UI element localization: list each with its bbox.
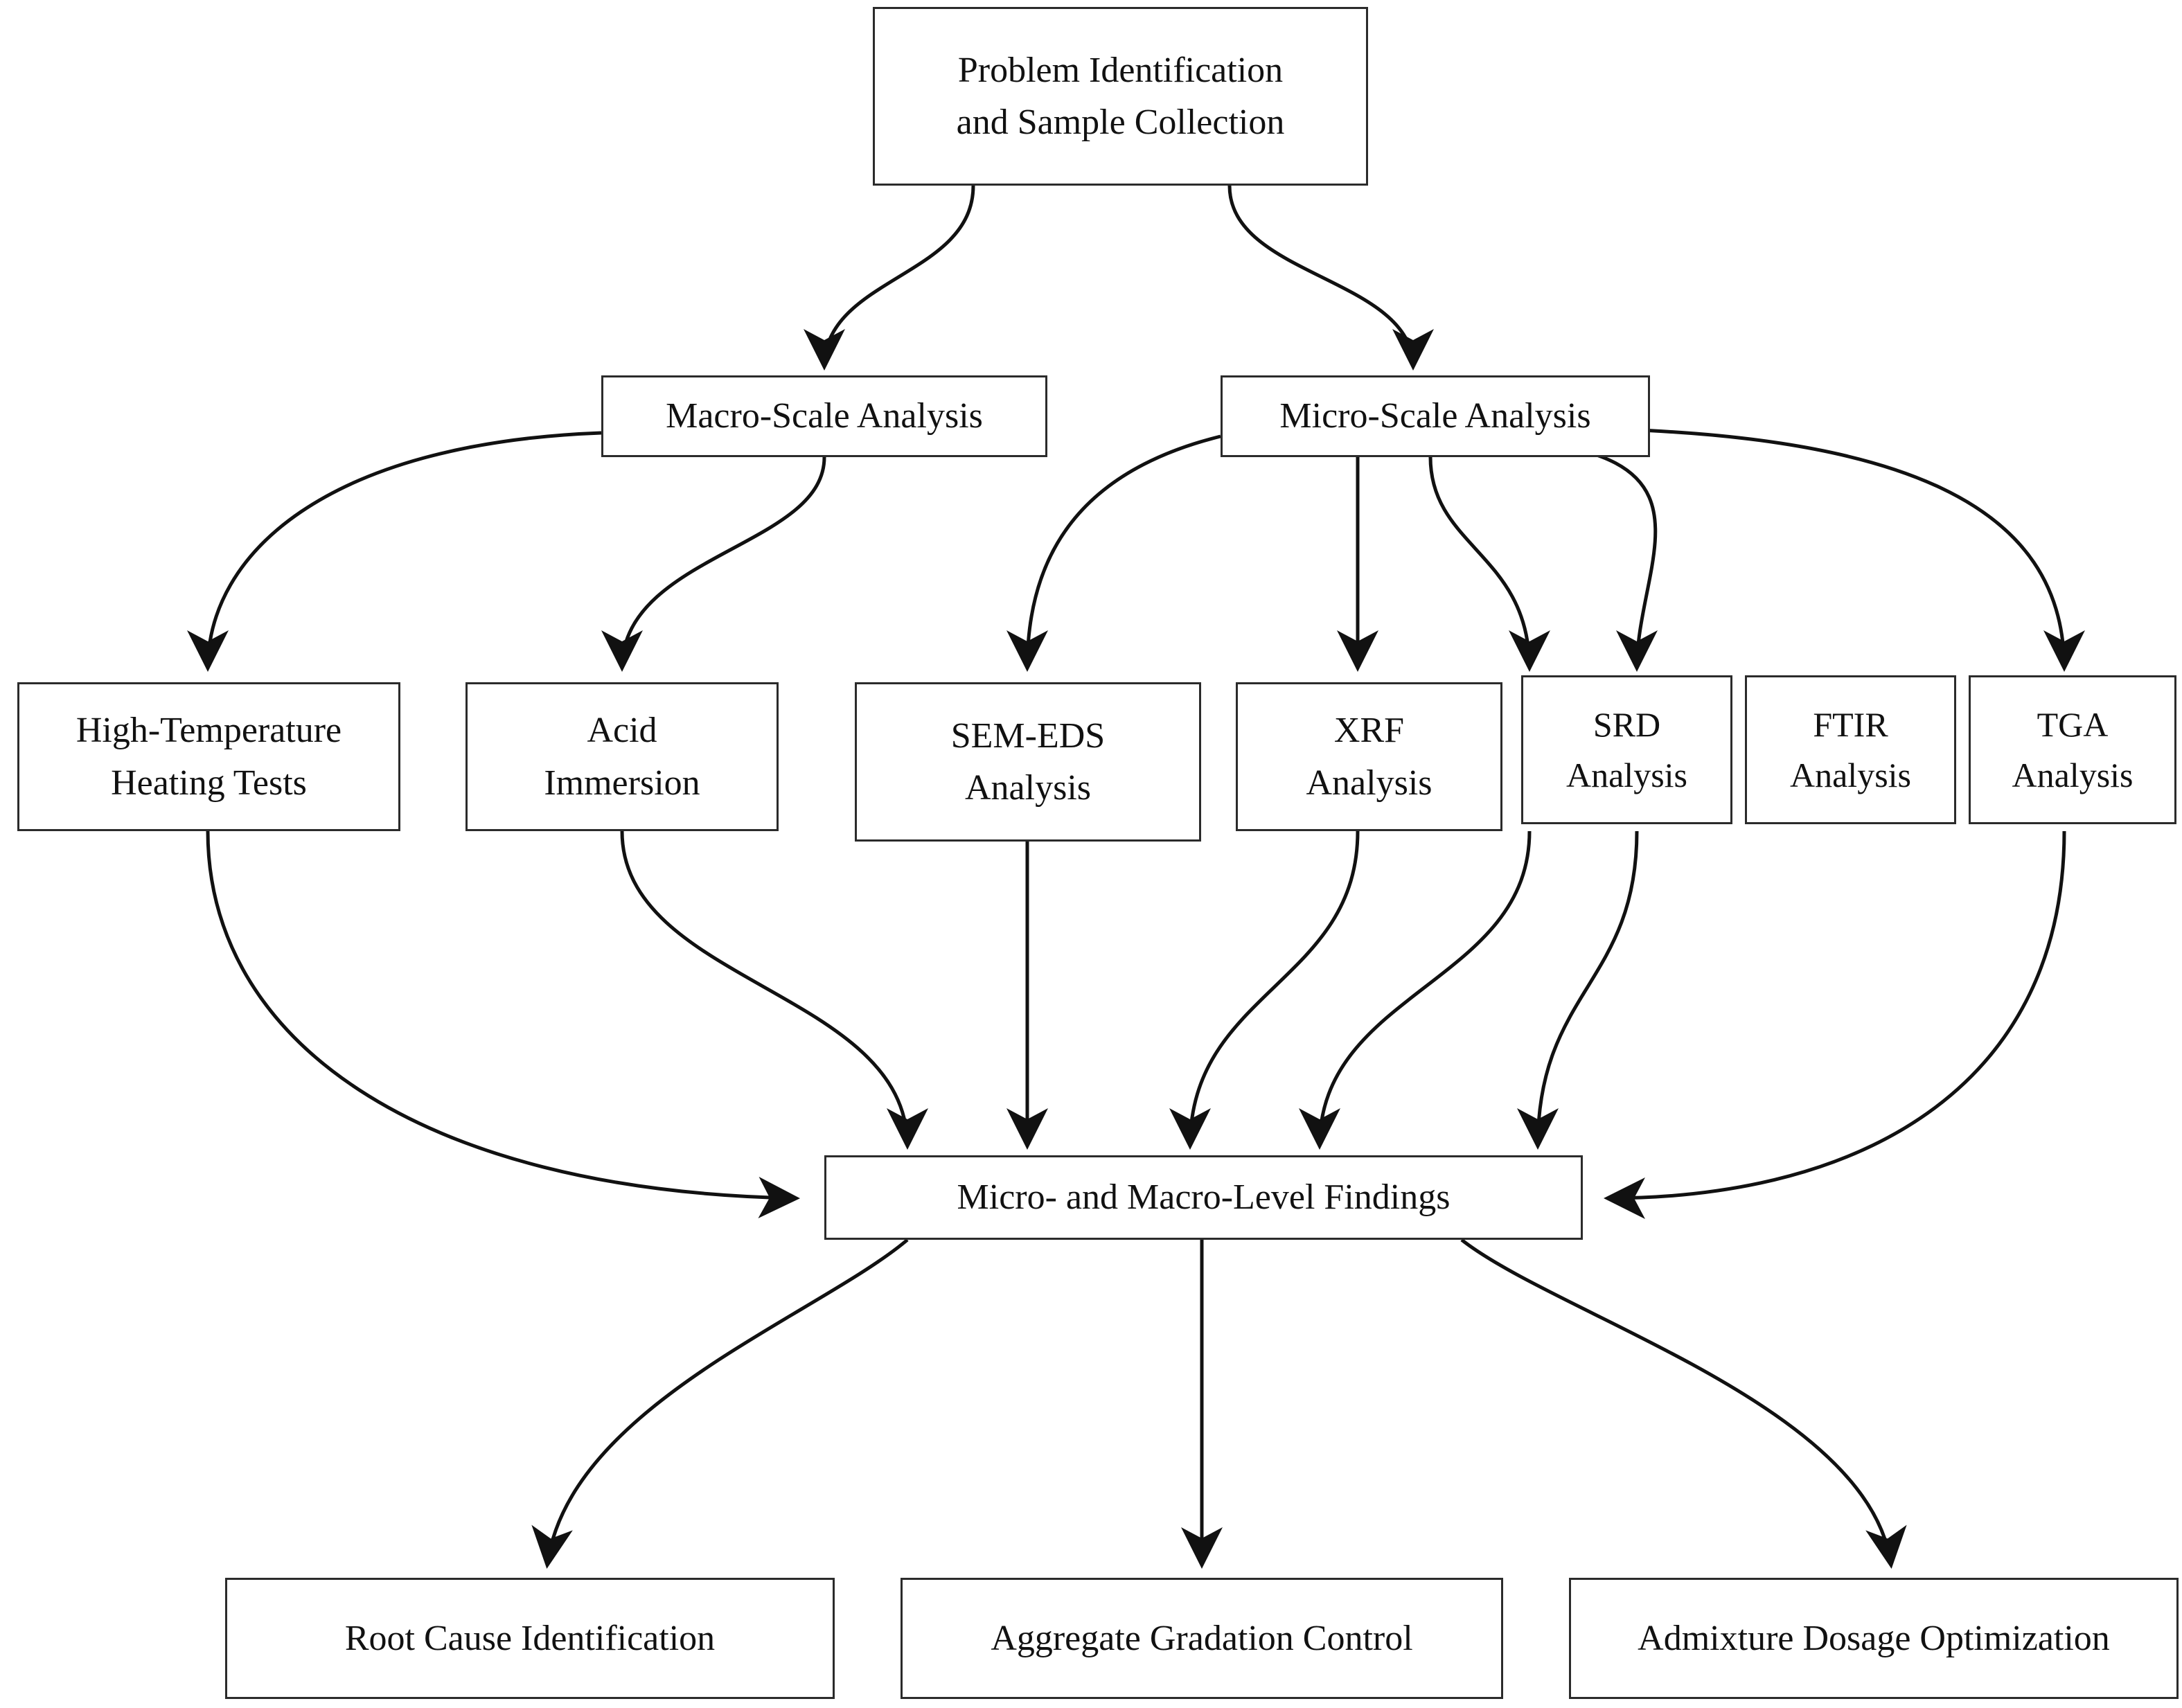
node-problem-line1: Problem Identification <box>957 50 1284 90</box>
node-micro-label: Micro-Scale Analysis <box>1279 396 1591 436</box>
node-heating-line2: Heating Tests <box>111 763 307 803</box>
edge-micro-sem <box>1006 434 1221 672</box>
node-acid-line2: Immersion <box>544 763 700 803</box>
node-problem-identification[interactable]: Problem Identification and Sample Collec… <box>873 7 1368 186</box>
node-macro-label: Macro-Scale Analysis <box>666 396 983 436</box>
node-problem-line2: and Sample Collection <box>956 103 1285 142</box>
node-micro-macro-findings[interactable]: Micro- and Macro-Level Findings <box>824 1155 1583 1240</box>
edge-ftir-findings <box>1517 830 1639 1150</box>
node-findings-label: Micro- and Macro-Level Findings <box>957 1177 1451 1218</box>
node-srd-line2: Analysis <box>1566 755 1687 794</box>
node-macro-scale-analysis[interactable]: Macro-Scale Analysis <box>601 375 1047 457</box>
node-sem-eds-analysis[interactable]: SEM-EDS Analysis <box>855 682 1201 842</box>
node-tga-line1: TGA <box>2037 705 2109 744</box>
node-micro-scale-analysis[interactable]: Micro-Scale Analysis <box>1221 375 1650 457</box>
node-xrf-line1: XRF <box>1333 711 1405 751</box>
edge-micro-ftir <box>1541 441 1658 672</box>
edge-findings-rootcause <box>531 1238 909 1569</box>
node-aggregate-label: Aggregate Gradation Control <box>991 1618 1413 1658</box>
edge-micro-tga <box>1551 426 2085 672</box>
node-ftir-line1: FTIR <box>1813 705 1888 744</box>
node-admixture-dosage-optimization[interactable]: Admixture Dosage Optimization <box>1569 1578 2179 1699</box>
node-heating-line1: High-Temperature <box>76 711 342 751</box>
node-ftir-analysis[interactable]: FTIR Analysis <box>1745 675 1956 824</box>
edge-srd-findings <box>1299 830 1532 1150</box>
node-tga-line2: Analysis <box>2012 755 2134 794</box>
node-acid-immersion[interactable]: Acid Immersion <box>465 682 779 831</box>
node-rootcause-label: Root Cause Identification <box>344 1618 716 1658</box>
node-acid-line1: Acid <box>587 711 657 751</box>
node-aggregate-gradation-control[interactable]: Aggregate Gradation Control <box>901 1578 1503 1699</box>
edge-macro-heating <box>187 431 602 672</box>
node-high-temperature-heating-tests[interactable]: High-Temperature Heating Tests <box>17 682 400 831</box>
edge-macro-acid <box>601 456 826 672</box>
node-srd-analysis[interactable]: SRD Analysis <box>1521 675 1732 824</box>
edge-tga-findings <box>1604 830 2066 1219</box>
node-sem-line2: Analysis <box>965 768 1091 808</box>
node-sem-line1: SEM-EDS <box>950 715 1106 756</box>
node-tga-analysis[interactable]: TGA Analysis <box>1969 675 2176 824</box>
node-xrf-line2: Analysis <box>1306 763 1433 803</box>
edge-micro-srd <box>1428 456 1550 672</box>
node-srd-line1: SRD <box>1593 705 1661 744</box>
edge-problem-macro <box>804 185 975 371</box>
edge-findings-admixture <box>1460 1238 1907 1569</box>
node-root-cause-identification[interactable]: Root Cause Identification <box>225 1578 835 1699</box>
node-xrf-analysis[interactable]: XRF Analysis <box>1236 682 1502 831</box>
edge-problem-micro <box>1227 185 1434 371</box>
edge-heating-findings <box>206 830 800 1218</box>
node-admixture-label: Admixture Dosage Optimization <box>1638 1618 2110 1658</box>
edge-xrf-findings <box>1169 830 1360 1150</box>
node-ftir-line2: Analysis <box>1790 755 1911 794</box>
edge-acid-findings <box>620 830 928 1150</box>
